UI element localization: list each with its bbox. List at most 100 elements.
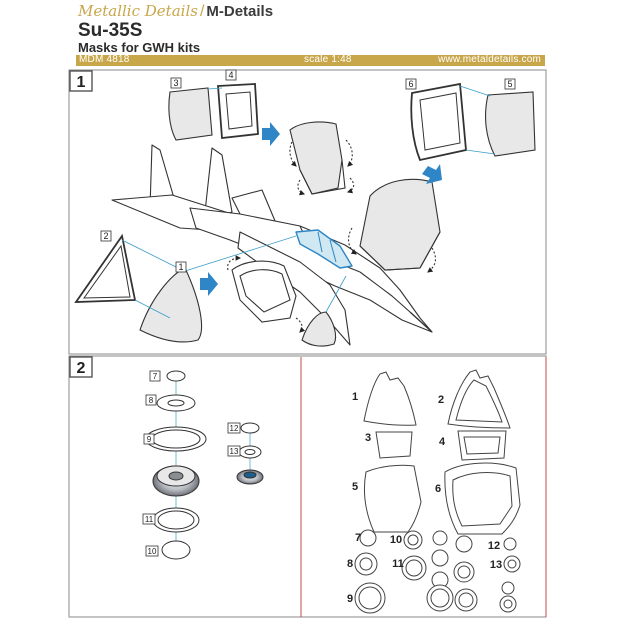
- callout-13: 13: [230, 447, 239, 456]
- leader-line: [459, 85, 491, 97]
- step-badge-2: 2: [69, 356, 93, 378]
- tyre-ring-11: [152, 507, 200, 533]
- canopy-assembly-front: [289, 121, 355, 196]
- windscreen-glass: [139, 267, 203, 343]
- kit-subtitle: Masks for GWH kits: [78, 40, 201, 55]
- round-masks: [354, 529, 521, 614]
- canopy-highlight: [295, 229, 353, 269]
- hub-ring-8-inner: [167, 399, 185, 407]
- rear-canopy-mask: [410, 82, 467, 162]
- step-badge-1: 1: [69, 70, 93, 92]
- mask-12: [503, 537, 517, 551]
- canopy-assembly-lower: [227, 255, 306, 333]
- lower-canopy-inner: [239, 269, 291, 313]
- mask-label-7: 7: [355, 532, 361, 544]
- mask-label-12: 12: [488, 540, 500, 552]
- info-band: MDM 4818 scale 1:48 www.metaldetails.com: [76, 54, 545, 66]
- windscreen-mask-outline: [74, 233, 137, 303]
- callout-11: 11: [145, 515, 154, 524]
- rotate-arrow: [427, 247, 437, 273]
- mid-canopy-part: [168, 83, 259, 141]
- mask-round: [501, 581, 515, 595]
- brand-slash: /: [199, 3, 205, 20]
- mask-label-3: 3: [365, 432, 371, 444]
- mask-label-9: 9: [347, 593, 353, 605]
- mask-8-inner: [359, 557, 373, 571]
- mask-2-inner: [455, 379, 503, 423]
- brand-name: M-Details: [206, 3, 274, 20]
- rotate-arrow: [289, 141, 297, 167]
- mask-round: [455, 535, 473, 553]
- mask-sheet: 1 2 3 4 5 6: [347, 369, 521, 614]
- mask-round: [432, 530, 448, 546]
- step2-callouts: 7 8 9 11 10 12 13: [142, 370, 241, 557]
- main-wheel-center: [168, 471, 184, 481]
- hud-glass: [301, 311, 337, 347]
- mask-3: [375, 431, 413, 459]
- su35-aircraft-drawing: [111, 144, 433, 346]
- rear-canopy-part: [410, 82, 536, 162]
- leader-line: [325, 275, 347, 313]
- mask-round-inner: [503, 599, 513, 609]
- rotate-arrow: [227, 255, 242, 271]
- leader-line: [121, 239, 179, 269]
- front-canopy-frame: [289, 121, 343, 195]
- leader-line: [134, 299, 171, 319]
- mask-round-inner: [430, 588, 450, 608]
- lower-canopy-frame: [231, 260, 297, 323]
- mask-label-11: 11: [392, 558, 404, 570]
- arrow-icon: [200, 272, 218, 296]
- mask-6-inner: [452, 472, 513, 527]
- hub-disc-7: [166, 370, 186, 382]
- mask-4-inner: [463, 436, 501, 455]
- tail-fin-right: [204, 147, 233, 216]
- mask-label-5: 5: [352, 481, 358, 493]
- mask-label-6: 6: [435, 483, 441, 495]
- callout-7: 7: [153, 372, 158, 381]
- kit-title: Su-35S: [78, 20, 143, 41]
- callout-1: 1: [178, 262, 183, 272]
- callout-9: 9: [147, 435, 152, 444]
- leader-line: [465, 149, 496, 155]
- mask-label-13: 13: [490, 559, 502, 571]
- mid-canopy-mask: [217, 83, 259, 139]
- leader-line: [181, 235, 297, 273]
- mask-label-1: 1: [352, 391, 358, 403]
- mask-label-2: 2: [438, 394, 444, 406]
- tyre-ring-9: [145, 426, 207, 452]
- product-code: MDM 4818: [79, 54, 130, 65]
- mask-9-inner: [358, 586, 382, 610]
- callout-3: 3: [173, 78, 178, 88]
- hub-disc-10: [161, 540, 191, 560]
- rotate-arrow: [297, 179, 306, 196]
- scale-label: scale 1:48: [304, 54, 352, 65]
- frame-rail: [359, 231, 441, 271]
- mid-canopy-mask-inner: [225, 91, 253, 130]
- hub-disc-12: [240, 422, 260, 434]
- canopy-frame: [317, 231, 337, 263]
- website-url: www.metaldetails.com: [438, 54, 541, 65]
- canopy-assembly-rear: [347, 178, 441, 273]
- callout-8: 8: [149, 396, 154, 405]
- windscreen-mask-inner: [83, 244, 131, 299]
- mask-round: [431, 549, 449, 567]
- mid-canopy-glass: [168, 87, 213, 141]
- tyre-ring-11-inner: [157, 510, 195, 530]
- mask-label-4: 4: [439, 436, 446, 448]
- mask-label-8: 8: [347, 558, 353, 570]
- wheel-assembly-main: [145, 370, 207, 560]
- rear-canopy-mask-inner: [419, 92, 461, 151]
- arrow-icon: [422, 164, 442, 184]
- mask-label-10: 10: [390, 534, 402, 546]
- nose-wheel-hub: [243, 471, 257, 479]
- rotate-arrow: [345, 139, 354, 167]
- rear-canopy-frame: [359, 178, 441, 271]
- windscreen-part: [74, 233, 297, 343]
- callout-6: 6: [408, 79, 413, 89]
- callout-10: 10: [148, 547, 157, 556]
- arrow-icon: [262, 122, 280, 146]
- frame-rail: [299, 159, 346, 195]
- wheel-assembly-nose: [236, 422, 264, 485]
